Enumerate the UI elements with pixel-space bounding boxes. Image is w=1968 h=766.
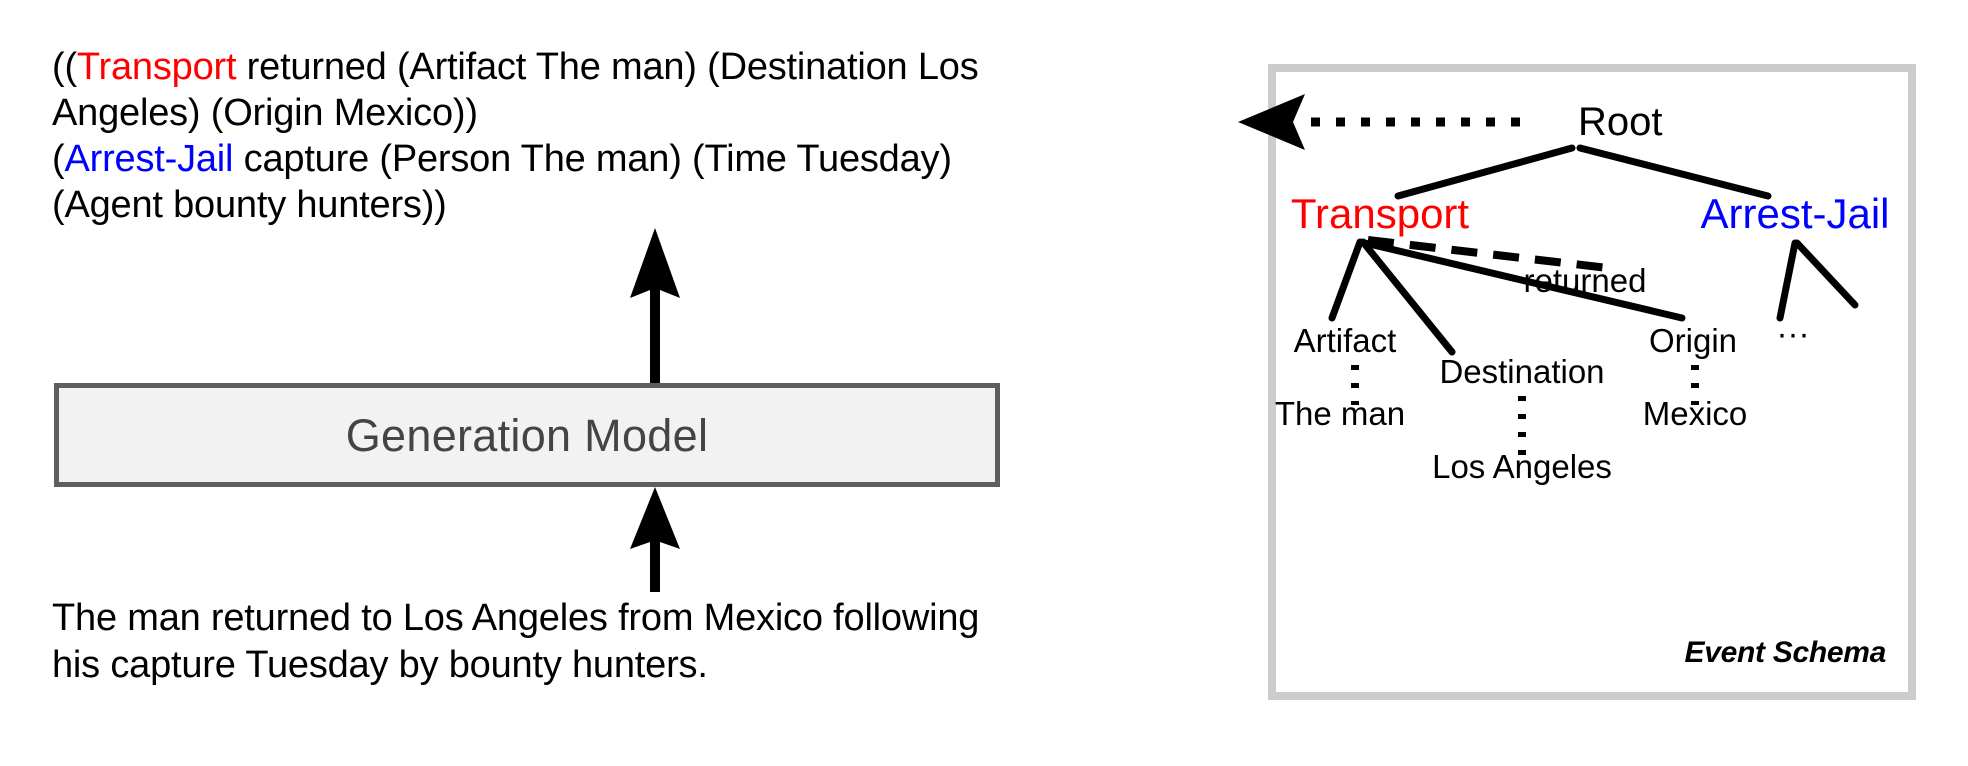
output-token: returned (Artifact The man) (Destination… bbox=[236, 46, 979, 88]
schema-node-los-angeles: Los Angeles bbox=[1432, 448, 1612, 485]
edge-transport-destination bbox=[1359, 238, 1456, 356]
arrow-input-to-model-icon bbox=[630, 487, 680, 592]
edge-transport-artifact bbox=[1328, 238, 1364, 322]
output-line-3: (Arrest-Jail capture (Person The man) (T… bbox=[52, 138, 952, 180]
schema-node-mexico: Mexico bbox=[1643, 395, 1748, 432]
edge-root-transport bbox=[1394, 144, 1576, 200]
arrow-model-to-output-icon bbox=[630, 228, 680, 388]
output-token: (( bbox=[52, 46, 77, 88]
schema-node-the-man: The man bbox=[1275, 395, 1405, 432]
event-schema-caption: Event Schema bbox=[1684, 636, 1887, 669]
schema-node-transport: Transport bbox=[1291, 190, 1470, 237]
edge-arrest-jail-left bbox=[1776, 239, 1799, 322]
generation-model-box[interactable]: Generation Model bbox=[54, 383, 1000, 487]
output-line-1: ((Transport returned (Artifact The man) … bbox=[52, 46, 979, 88]
schema-node-artifact: Artifact bbox=[1294, 322, 1397, 359]
schema-node-arrest-jail: Arrest-Jail bbox=[1700, 190, 1889, 237]
edge-arrest-jail-right bbox=[1793, 239, 1859, 309]
schema-node-origin: Origin bbox=[1649, 322, 1737, 359]
event-type-arrest-jail-token: Arrest-Jail bbox=[64, 138, 234, 180]
output-line-4: (Agent bounty hunters)) bbox=[52, 184, 447, 226]
output-token: Angeles) (Origin Mexico)) bbox=[52, 92, 478, 134]
generation-model-label: Generation Model bbox=[345, 409, 709, 461]
schema-node-destination: Destination bbox=[1439, 353, 1604, 390]
output-token: capture (Person The man) (Time Tuesday) bbox=[233, 138, 952, 180]
schema-node-ellipsis: ··· bbox=[1777, 315, 1810, 352]
edge-transport-origin bbox=[1361, 239, 1686, 322]
output-token: ( bbox=[52, 138, 65, 180]
event-type-transport-token: Transport bbox=[76, 46, 237, 88]
output-expression-text: ((Transport returned (Artifact The man) … bbox=[52, 44, 1007, 228]
edge-root-arrest-jail bbox=[1576, 144, 1772, 200]
schema-node-returned: returned bbox=[1524, 262, 1647, 299]
input-sentence-text: The man returned to Los Angeles from Mex… bbox=[52, 597, 980, 686]
output-token: (Agent bounty hunters)) bbox=[52, 184, 447, 226]
schema-node-root: Root bbox=[1578, 100, 1663, 144]
root-pointer-arrow-icon bbox=[1238, 94, 1520, 150]
event-schema-panel: Event Schema bbox=[1268, 64, 1916, 700]
generation-pipeline-column: ((Transport returned (Artifact The man) … bbox=[52, 44, 1007, 686]
output-line-2: Angeles) (Origin Mexico)) bbox=[52, 92, 478, 134]
